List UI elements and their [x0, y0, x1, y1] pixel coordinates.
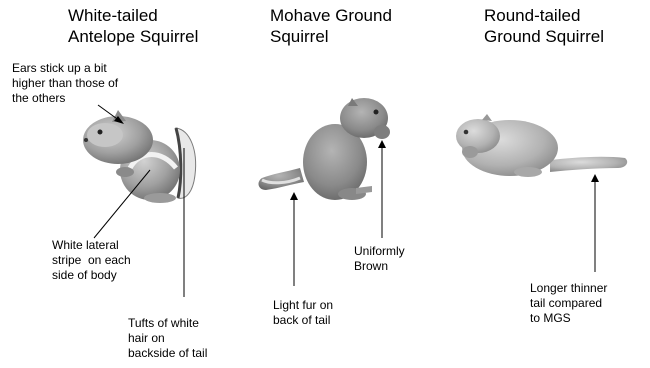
brown-arrowhead	[378, 140, 386, 148]
ears-annotation: Ears stick up a bit higher than those of…	[12, 61, 118, 106]
white-stripe-annotation: White lateral stripe on each side of bod…	[52, 238, 131, 283]
uniform-brown-annotation: Uniformly Brown	[354, 244, 405, 274]
tail-tufts-annotation: Tufts of white hair on backside of tail	[128, 316, 207, 361]
round-tailed-ground-squirrel-image	[456, 114, 627, 177]
light-fur-arrowhead	[290, 192, 298, 200]
longer-tail-arrowhead	[591, 174, 599, 182]
light-fur-annotation: Light fur on back of tail	[273, 298, 333, 328]
mohave-ground-squirrel-image	[259, 98, 390, 200]
longer-tail-annotation: Longer thinner tail compared to MGS	[530, 281, 607, 326]
white-tailed-antelope-squirrel-image	[83, 110, 196, 203]
